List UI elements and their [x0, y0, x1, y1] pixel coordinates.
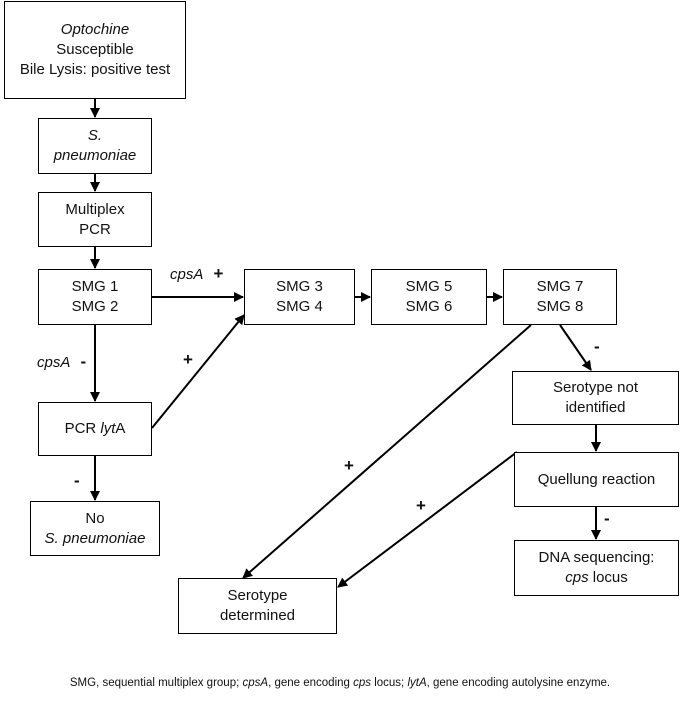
quellung-positive-sign: + — [416, 496, 426, 515]
dna-seq-gene: cps — [565, 569, 589, 586]
smg1-label: SMG 1 — [71, 278, 119, 295]
smg-7-8-box: SMG 7 SMG 8 — [503, 269, 617, 325]
multiplex-line1: Multiplex — [65, 200, 125, 218]
figure-caption: SMG, sequential multiplex group; cpsA, g… — [0, 676, 680, 690]
caption-gene-cps: cps — [353, 677, 372, 689]
pcr-lyta-prefix: PCR — [64, 420, 101, 437]
optochine-box: Optochine Susceptible Bile Lysis: positi… — [4, 1, 186, 99]
dna-sequencing-box: DNA sequencing: cps locus — [514, 540, 679, 596]
not-identified-line2: identified — [565, 399, 626, 416]
caption-part-2: , gene encoding — [268, 677, 354, 689]
serotype-determined-box: Serotype determined — [178, 578, 337, 634]
smg3-label: SMG 3 — [276, 278, 323, 295]
not-identified-line1: Serotype not — [552, 379, 639, 396]
caption-gene-lyta: lytA — [407, 677, 427, 689]
determined-line1: Serotype — [227, 587, 288, 604]
caption-part-4: , gene encoding autolysine enzyme. — [426, 677, 611, 689]
smg78-negative-sign: - — [594, 337, 600, 356]
smg78-positive-sign: + — [344, 456, 354, 475]
no-s-pneumoniae-label: S. pneumoniae — [44, 529, 146, 547]
arrow-smg78-to-determined — [242, 324, 532, 579]
pcr-lyta-suffix: A — [115, 420, 126, 437]
bile-lysis-label: Bile Lysis: positive test — [19, 61, 171, 78]
determined-line2: determined — [219, 607, 296, 624]
cpsa-positive-label: cpsA + — [170, 265, 223, 284]
cpsa-positive-gene: cpsA — [170, 266, 204, 283]
multiplex-line2: PCR — [79, 220, 111, 238]
quellung-label: Quellung reaction — [537, 470, 656, 488]
arrow-quellung-to-determined — [337, 451, 518, 588]
lyta-positive-sign: + — [183, 350, 193, 369]
smg-3-4-box: SMG 3 SMG 4 — [244, 269, 355, 325]
cpsa-negative-label: cpsA - — [37, 353, 86, 372]
pcr-lyta-box: PCR lytA — [38, 402, 152, 456]
no-s-pneumoniae-box: No S. pneumoniae — [30, 501, 160, 556]
cpsa-positive-sign: + — [213, 264, 224, 283]
susceptible-label: Susceptible — [56, 41, 134, 58]
lyta-negative-sign: - — [74, 471, 80, 490]
no-label: No — [85, 509, 105, 527]
smg-5-6-box: SMG 5 SMG 6 — [371, 269, 487, 325]
s-pneumoniae-line2: pneumoniae — [53, 147, 137, 164]
arrow-smg78-to-notid — [559, 324, 592, 371]
smg-1-2-box: SMG 1 SMG 2 — [38, 269, 152, 325]
smg4-label: SMG 4 — [276, 298, 323, 315]
smg2-label: SMG 2 — [71, 298, 119, 315]
multiplex-pcr-box: Multiplex PCR — [38, 192, 152, 247]
optochine-label: Optochine — [60, 21, 130, 38]
smg7-label: SMG 7 — [536, 278, 584, 295]
dna-seq-suffix: locus — [588, 569, 628, 586]
caption-part-3: locus; — [371, 677, 408, 689]
serotype-not-identified-box: Serotype not identified — [512, 371, 679, 425]
dna-seq-line2: cps locus — [565, 568, 628, 588]
smg5-label: SMG 5 — [405, 278, 453, 295]
pcr-lyta-gene: lyt — [100, 420, 116, 437]
caption-part-1: SMG, sequential multiplex group; — [69, 677, 243, 689]
cpsa-negative-sign: - — [80, 352, 87, 371]
dna-seq-line1: DNA sequencing: — [538, 549, 655, 566]
quellung-negative-sign: - — [604, 509, 610, 528]
s-pneumoniae-line1: S. — [87, 127, 103, 144]
cpsa-negative-gene: cpsA — [37, 354, 71, 371]
quellung-reaction-box: Quellung reaction — [514, 452, 679, 507]
s-pneumoniae-box: S. pneumoniae — [38, 118, 152, 174]
arrow-pcrlyta-to-smg34 — [151, 314, 245, 429]
smg6-label: SMG 6 — [405, 298, 453, 315]
pcr-lyta-label: PCR lytA — [65, 419, 126, 439]
smg8-label: SMG 8 — [536, 298, 584, 315]
caption-gene-cpsa: cpsA — [242, 677, 269, 689]
